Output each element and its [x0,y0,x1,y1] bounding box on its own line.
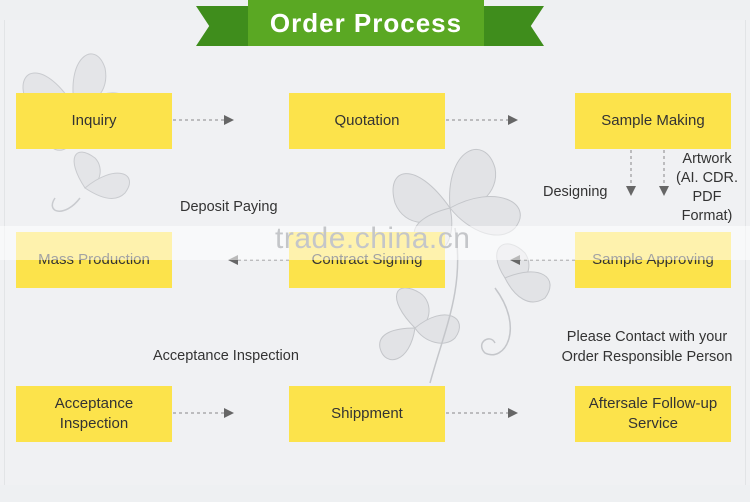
watermark-strip [0,226,750,260]
step-aftersale-label-line2: Service [627,415,679,432]
arrowhead-icon [659,186,669,196]
annotation-acceptance-inspection: Acceptance Inspection [153,348,299,364]
arrowhead-icon [508,408,518,418]
step-inquiry: Inquiry [16,93,172,149]
step-aftersale-service: Aftersale Follow-up Service [575,386,731,442]
step-shippment: Shippment [289,386,445,442]
step-acceptance-inspection: Acceptance Inspection [16,386,172,442]
annotation-contact-line1: Please Contact with your [566,329,728,345]
step-acceptance-inspection-label-line1: Acceptance [54,395,134,412]
annotation-designing: Designing [543,184,608,200]
step-shippment-label: Shippment [331,405,403,422]
annotation-artwork-line4: Format) [681,208,733,224]
annotation-artwork-line2: (AI. CDR. [675,170,739,186]
annotation-deposit-paying: Deposit Paying [180,199,278,215]
step-aftersale-label-line1: Aftersale Follow-up [588,395,718,412]
annotation-artwork-line1: Artwork [682,151,732,167]
step-sample-making-label: Sample Making [601,112,705,129]
step-acceptance-inspection-label-line2: Inspection [59,415,129,432]
annotation-contact-line2: Order Responsible Person [561,349,733,365]
step-sample-making: Sample Making [575,93,731,149]
watermark-text: trade.china.cn [275,222,471,255]
annotation-artwork-line3: PDF [692,189,722,205]
step-quotation-label: Quotation [334,112,400,129]
page-title: Order Process [248,0,484,46]
header-banner: Order Process [0,0,750,60]
step-inquiry-label: Inquiry [71,112,117,129]
arrowhead-icon [224,115,234,125]
step-quotation: Quotation [289,93,445,149]
arrowhead-icon [508,115,518,125]
annotation-artwork: Artwork (AI. CDR. PDF Format) [670,150,744,226]
arrowhead-icon [626,186,636,196]
annotation-contact: Please Contact with your Order Responsib… [552,327,742,367]
arrowhead-icon [224,408,234,418]
